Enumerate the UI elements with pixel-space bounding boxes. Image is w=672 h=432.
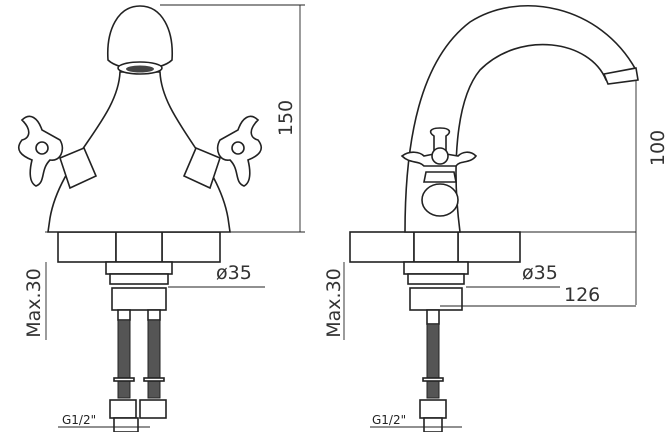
right-max-thickness-label: Max.30: [323, 268, 345, 338]
side-cross-handle[interactable]: [400, 127, 478, 217]
spout-height-dimension-label: 100: [647, 130, 669, 166]
max-thickness-label: Max.30: [23, 268, 45, 338]
right-cross-handle[interactable]: [182, 115, 263, 190]
diameter-dimension-label: ø35: [216, 262, 252, 284]
left-dimensions: [45, 4, 305, 428]
right-countertop: [349, 231, 521, 263]
right-shank-and-hose: [403, 261, 469, 432]
thread-size-label: G1/2": [62, 413, 96, 427]
height-dimension-label: 150: [275, 100, 297, 136]
right-dimensions: [343, 80, 637, 428]
right-view-faucet: 100 ø35 126 Max.30 G1/2": [323, 4, 669, 432]
left-view-faucet: 150 ø35 Max.30 G1/2": [17, 4, 305, 432]
right-diameter-dimension-label: ø35: [522, 262, 558, 284]
left-countertop: [45, 231, 221, 263]
spout: [404, 4, 639, 233]
left-body: [47, 5, 231, 233]
left-shank-and-hoses: [105, 261, 173, 432]
right-thread-size-label: G1/2": [372, 413, 406, 427]
left-cross-handle[interactable]: [17, 115, 98, 190]
reach-dimension-label: 126: [564, 284, 600, 306]
